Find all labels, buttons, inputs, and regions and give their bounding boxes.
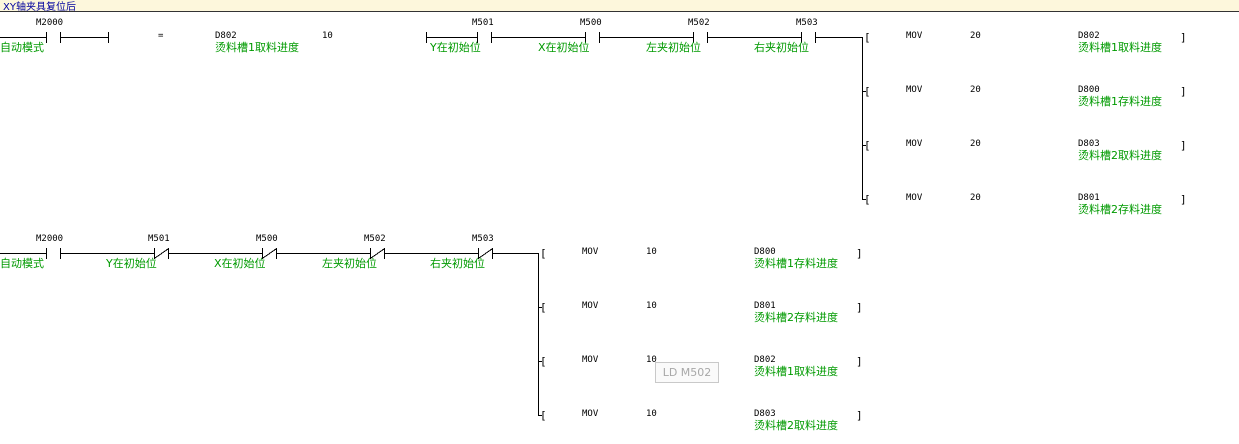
output-instruction[interactable]: MOV: [582, 355, 599, 365]
nc-contact-m501-label[interactable]: M501: [148, 234, 170, 244]
output-destination[interactable]: D801: [1078, 193, 1100, 203]
output-destination-comment: 烫料槽2取料进度: [1078, 149, 1162, 162]
output-destination[interactable]: D800: [1078, 85, 1100, 95]
output-bracket-open: [: [864, 31, 871, 44]
nc-contact-m503-label[interactable]: M503: [472, 234, 494, 244]
output-destination-comment: 烫料槽1存料进度: [1078, 95, 1162, 108]
output-destination-comment: 烫料槽2存料进度: [1078, 203, 1162, 216]
program-header-title: XY轴夹具复位后: [3, 2, 76, 12]
output-bracket-open: [: [540, 301, 547, 314]
contact-m500-comment: X在初始位: [538, 41, 590, 54]
output-bracket-open: [: [864, 139, 871, 152]
contact-m503-comment: 右夹初始位: [754, 41, 809, 54]
output-bracket-close: ]: [856, 355, 863, 368]
output-bracket-close: ]: [856, 409, 863, 422]
output-bracket-open: [: [540, 247, 547, 260]
output-destination[interactable]: D803: [754, 409, 776, 419]
output-destination[interactable]: D802: [754, 355, 776, 365]
output-bracket-open: [: [864, 85, 871, 98]
instruction-tooltip: LD M502: [655, 362, 719, 383]
output-bracket-close: ]: [1180, 139, 1187, 152]
output-source[interactable]: 10: [646, 301, 657, 311]
output-source[interactable]: 10: [646, 409, 657, 419]
output-instruction[interactable]: MOV: [582, 409, 599, 419]
output-bracket-close: ]: [856, 247, 863, 260]
output-bracket-open: [: [864, 193, 871, 206]
output-instruction[interactable]: MOV: [906, 85, 923, 95]
contact-m2000-label[interactable]: M2000: [36, 18, 64, 28]
output-bracket-close: ]: [856, 301, 863, 314]
contact-m500-label[interactable]: M500: [580, 18, 602, 28]
output-destination-comment: 烫料槽1存料进度: [754, 257, 838, 270]
output-destination-comment: 烫料槽1取料进度: [754, 365, 838, 378]
compare-operator[interactable]: =: [158, 31, 164, 41]
output-instruction[interactable]: MOV: [582, 301, 599, 311]
output-instruction[interactable]: MOV: [582, 247, 599, 257]
output-instruction[interactable]: MOV: [906, 31, 923, 41]
output-destination-comment: 烫料槽1取料进度: [1078, 41, 1162, 54]
output-source[interactable]: 20: [970, 31, 981, 41]
program-header: XY轴夹具复位后: [0, 0, 1239, 12]
output-bracket-close: ]: [1180, 193, 1187, 206]
output-destination-comment: 烫料槽2存料进度: [754, 311, 838, 324]
nc-contact-m501-comment: Y在初始位: [106, 257, 157, 270]
output-source[interactable]: 10: [646, 355, 657, 365]
contact-m501-comment: Y在初始位: [430, 41, 481, 54]
output-source[interactable]: 20: [970, 85, 981, 95]
contact-m501-label[interactable]: M501: [472, 18, 494, 28]
compare-s2-value[interactable]: 10: [322, 31, 333, 41]
compare-s1-comment: 烫料槽1取料进度: [215, 41, 299, 54]
output-instruction[interactable]: MOV: [906, 193, 923, 203]
nc-contact-m502-label[interactable]: M502: [364, 234, 386, 244]
contact-m2000-comment: 自动模式: [0, 41, 44, 54]
output-source[interactable]: 20: [970, 193, 981, 203]
nc-contact-m502-comment: 左夹初始位: [322, 257, 377, 270]
nc-contact-m503-comment: 右夹初始位: [430, 257, 485, 270]
output-bracket-open: [: [540, 409, 547, 422]
contact-m2000-comment: 自动模式: [0, 257, 44, 270]
output-source[interactable]: 10: [646, 247, 657, 257]
output-bracket-close: ]: [1180, 31, 1187, 44]
output-destination[interactable]: D803: [1078, 139, 1100, 149]
contact-m503-label[interactable]: M503: [796, 18, 818, 28]
output-bracket-open: [: [540, 355, 547, 368]
output-destination[interactable]: D802: [1078, 31, 1100, 41]
contact-m2000-label[interactable]: M2000: [36, 234, 64, 244]
nc-contact-m500-label[interactable]: M500: [256, 234, 278, 244]
output-source[interactable]: 20: [970, 139, 981, 149]
nc-contact-m500-comment: X在初始位: [214, 257, 266, 270]
contact-m502-label[interactable]: M502: [688, 18, 710, 28]
output-destination[interactable]: D801: [754, 301, 776, 311]
contact-m502-comment: 左夹初始位: [646, 41, 701, 54]
output-instruction[interactable]: MOV: [906, 139, 923, 149]
output-destination[interactable]: D800: [754, 247, 776, 257]
compare-s1-device[interactable]: D802: [215, 31, 237, 41]
output-destination-comment: 烫料槽2取料进度: [754, 419, 838, 432]
output-bracket-close: ]: [1180, 85, 1187, 98]
